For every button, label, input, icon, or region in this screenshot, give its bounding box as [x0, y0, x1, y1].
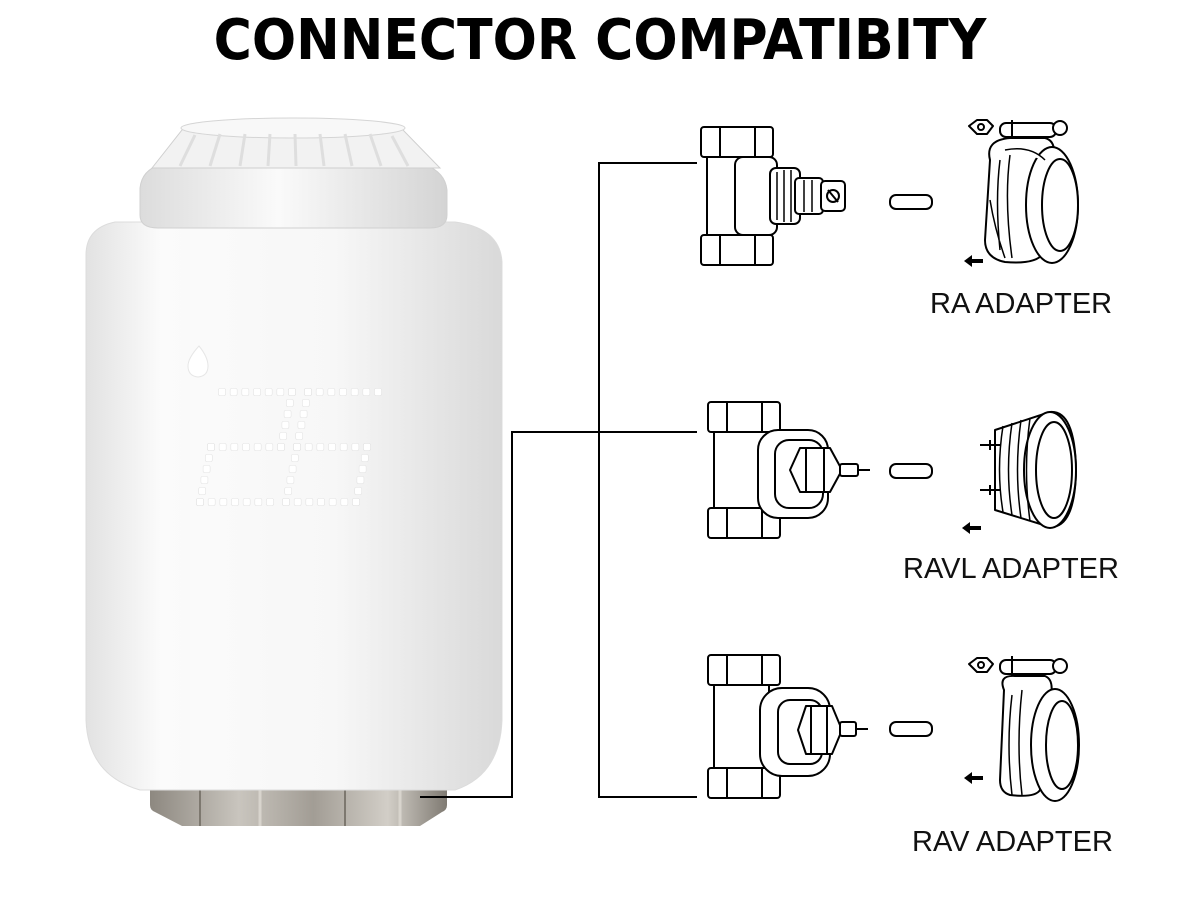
led-dot: [229, 388, 238, 396]
metal-coupling-nut: [150, 780, 447, 826]
led-dot: [362, 388, 371, 396]
led-dot: [301, 399, 310, 407]
led-dot: [218, 443, 227, 451]
led-dot: [328, 498, 337, 506]
led-dot: [352, 498, 360, 506]
led-display: [196, 388, 382, 506]
ravl-arrow-icon: [962, 522, 981, 534]
led-dot: [207, 498, 216, 506]
led-dot: [276, 388, 285, 396]
thermostat-cap: [139, 164, 448, 229]
thermostat-body: [85, 221, 503, 791]
led-dot: [277, 443, 285, 451]
led-dot: [295, 432, 304, 440]
ra-pin: [889, 194, 933, 210]
led-dot: [198, 487, 206, 495]
led-dot: [218, 388, 226, 396]
ra-adapter-drawing: [968, 119, 1079, 264]
led-dot: [304, 443, 313, 451]
rav-arrow-icon: [964, 772, 983, 784]
led-dot: [285, 399, 294, 407]
connector-lines: [420, 162, 697, 798]
led-dot: [305, 498, 314, 506]
led-dot: [350, 388, 359, 396]
led-dot: [356, 476, 365, 484]
led-dot: [293, 443, 301, 451]
rav-pin: [889, 721, 933, 737]
rav-valve-drawing: [707, 654, 868, 799]
led-dot: [299, 410, 308, 418]
led-dot: [241, 388, 250, 396]
rav-adapter-label: RAV ADAPTER: [912, 826, 1113, 858]
led-dot: [266, 498, 274, 506]
led-dot: [339, 388, 347, 396]
led-dot: [283, 410, 292, 418]
led-dot: [304, 388, 312, 396]
led-dot: [315, 388, 324, 396]
led-dot: [316, 443, 325, 451]
led-dot: [340, 498, 349, 506]
ra-valve-drawing: [700, 126, 846, 266]
led-dot: [288, 388, 296, 396]
led-dot: [293, 498, 302, 506]
led-dot: [282, 498, 290, 506]
page-title: CONNECTOR COMPATIBITY: [213, 8, 987, 73]
led-dot: [219, 498, 228, 506]
led-dot: [231, 498, 239, 506]
flame-icon: [187, 345, 209, 378]
led-dot: [207, 443, 215, 451]
thermostat-device: 26: [85, 117, 503, 826]
led-dot: [196, 498, 204, 506]
led-dot: [286, 476, 295, 484]
led-dot: [279, 432, 288, 440]
line-to-ra-and-rav: [598, 162, 697, 798]
led-dot: [360, 454, 369, 462]
led-dot: [202, 465, 211, 473]
ravl-adapter-drawing: [980, 410, 1077, 529]
led-dot: [339, 443, 348, 451]
led-dot: [264, 388, 273, 396]
led-dot: [328, 443, 336, 451]
ravl-adapter-label: RAVL ADAPTER: [903, 553, 1119, 585]
led-dot: [284, 487, 293, 495]
led-dot: [242, 443, 250, 451]
line-to-ravl: [420, 431, 697, 798]
led-dot: [281, 421, 290, 429]
rav-adapter-drawing: [968, 656, 1080, 802]
led-dot: [230, 443, 239, 451]
led-dot: [358, 465, 367, 473]
led-dot: [265, 443, 274, 451]
led-dot: [363, 443, 371, 451]
led-dot: [253, 443, 262, 451]
ravl-pin: [889, 463, 933, 479]
ravl-valve-drawing: [707, 401, 870, 539]
led-dot: [205, 454, 213, 462]
led-dot: [290, 454, 299, 462]
ra-arrow-icon: [964, 255, 983, 267]
led-dot: [253, 388, 261, 396]
led-dot: [288, 465, 297, 473]
led-dot: [242, 498, 251, 506]
led-dot: [354, 487, 363, 495]
led-dot: [327, 388, 336, 396]
led-dot: [374, 388, 382, 396]
led-dot: [297, 421, 306, 429]
led-dot: [200, 476, 209, 484]
led-dot: [351, 443, 360, 451]
led-dot: [317, 498, 325, 506]
ra-adapter-label: RA ADAPTER: [930, 288, 1113, 320]
led-dot: [254, 498, 263, 506]
